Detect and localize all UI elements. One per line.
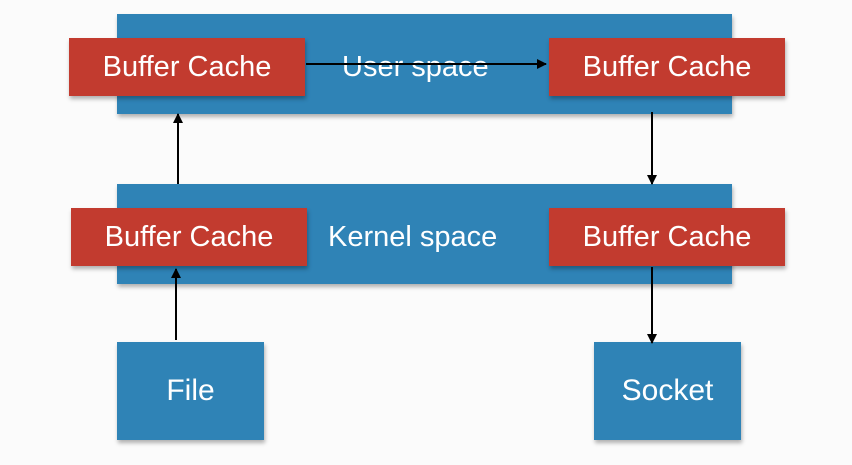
kernel-space-label: Kernel space — [328, 221, 498, 253]
user-space-label: User space — [342, 51, 489, 83]
user-buffer-cache-right: Buffer Cache — [549, 38, 785, 96]
kernel-buffer-cache-right: Buffer Cache — [549, 208, 785, 266]
socket-node: Socket — [594, 342, 741, 440]
file-node: File — [117, 342, 264, 440]
kernel-buffer-cache-left: Buffer Cache — [71, 208, 307, 266]
user-buffer-cache-left: Buffer Cache — [69, 38, 305, 96]
